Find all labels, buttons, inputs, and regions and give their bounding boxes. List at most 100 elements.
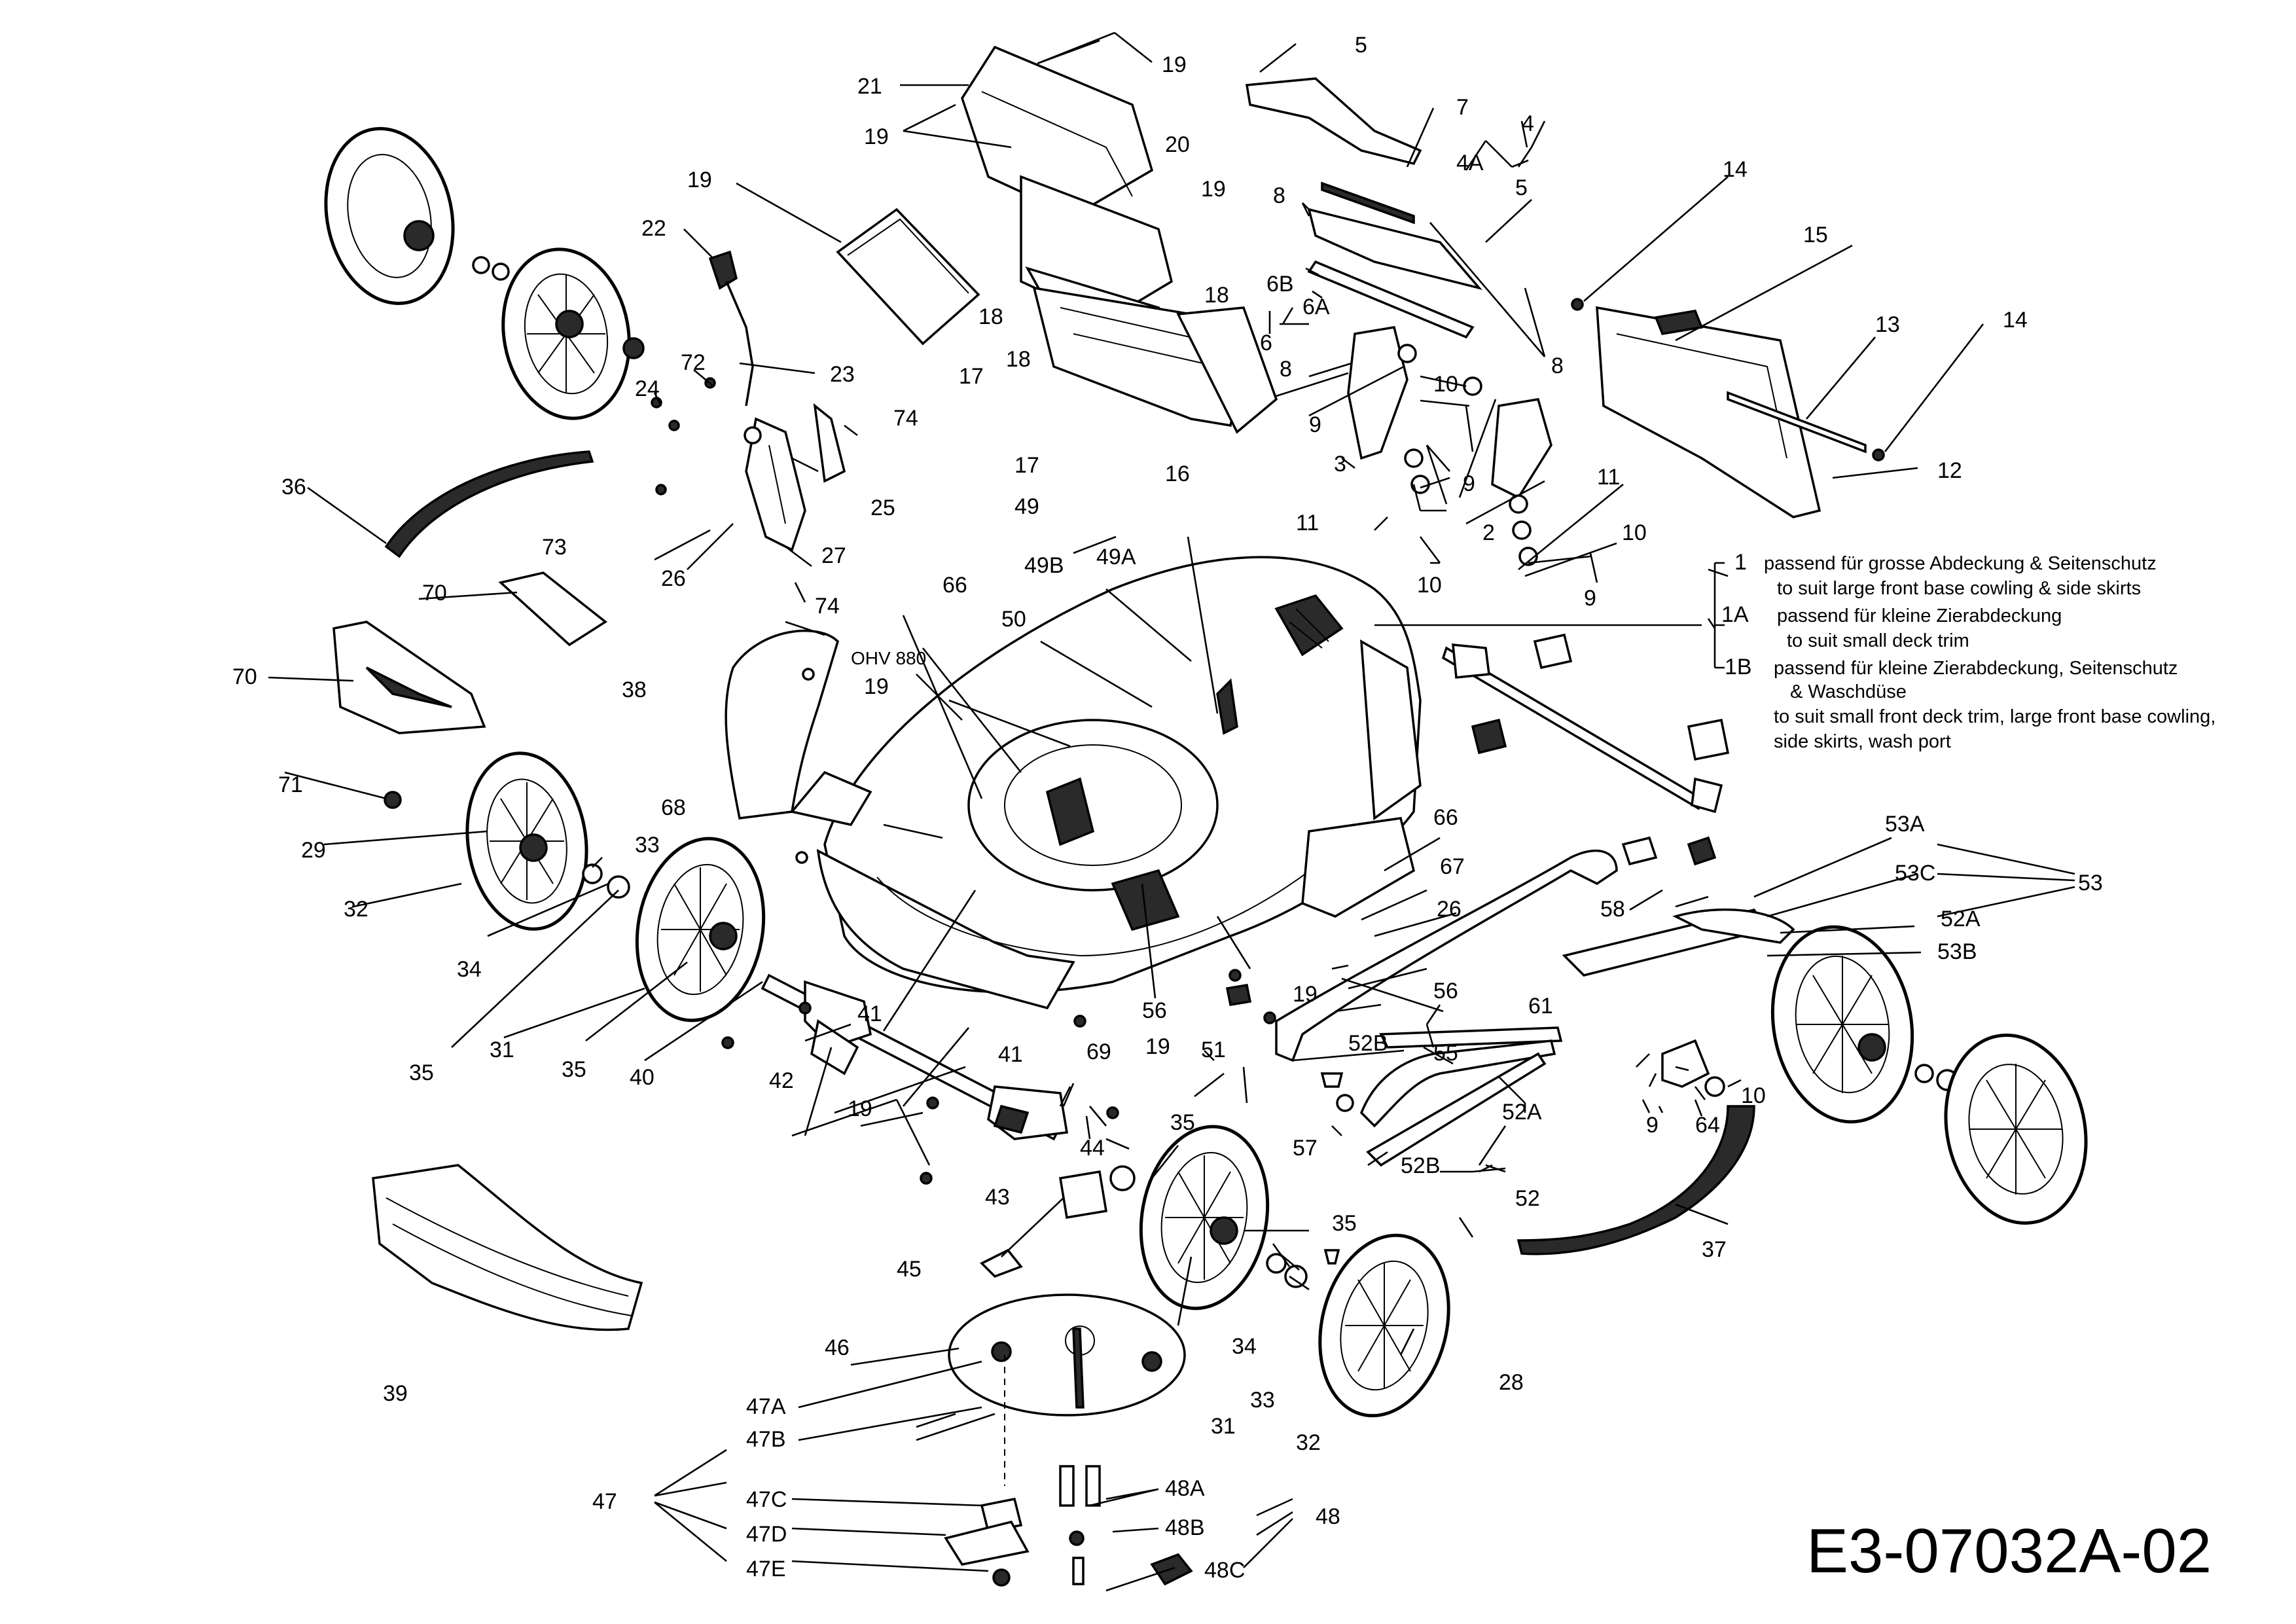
label-10: 10 [1622,520,1647,545]
front-wheel-pair-left [465,751,766,1022]
label-6B: 6B [1266,272,1294,297]
label-47: 47 [592,1489,617,1514]
label-64: 66 [942,573,967,598]
label-8: 8 [1551,353,1564,378]
label-49A: 49A [1096,545,1136,569]
label-31: 31 [1211,1414,1236,1439]
label-19: 19 [864,674,889,699]
label-42: 42 [769,1068,794,1093]
rear-flap-assembly [1571,298,1885,518]
label-43: 43 [985,1185,1010,1210]
part-labels: 19 21 19 20 19 19 22 18 18 17 18 17 16 2… [232,33,2103,1583]
parts-artwork [324,45,2088,1587]
label-51: 51 [1201,1038,1226,1062]
label-32: 32 [1296,1430,1321,1455]
variant-notes: 1 passend für grosse Abdeckung & Seitens… [1721,550,2215,752]
label-20: 19 [687,168,712,192]
label-57: 61 [1528,994,1553,1019]
label-26: 25 [870,496,895,520]
front-axle [761,973,1069,1141]
note-1B-en2: side skirts, wash port [1774,731,1951,752]
label-19: 19 [1162,52,1187,77]
label-10: 10 [1417,573,1442,598]
label-22: 20 [1165,132,1190,157]
label-4A: 4A [1456,151,1484,175]
note-1B-num: 1B [1725,655,1752,679]
label-4: 4 [1522,111,1534,136]
label-68: 70 [422,581,447,605]
label-35: 35 [562,1057,586,1082]
label-45: 45 [897,1257,922,1282]
label-71: 74 [815,594,840,619]
label-18: 18 [978,304,1003,329]
label-11: 11 [1597,465,1620,490]
label-52B: 52B [1401,1153,1441,1178]
label-49: 49 [1014,494,1039,519]
plug-69 [384,791,402,809]
rear-wheel-pair-right [1770,925,2088,1225]
label-10: 10 [1433,372,1458,397]
label-41: 41 [857,1001,882,1026]
label-9: 9 [1584,586,1596,611]
label-28: 26 [1437,897,1462,922]
label-70: 73 [542,535,567,560]
note-1-num: 1 [1734,550,1747,575]
label-13: 13 [1875,312,1900,337]
label-41: 41 [998,1042,1023,1067]
label-48: 48 [1316,1504,1340,1529]
rear-wheel-pair-left [324,126,645,420]
label-30: 28 [1499,1370,1524,1395]
label-10: 10 [1741,1083,1766,1108]
grass-catcher-assembly [961,45,1278,434]
rear-rail-36 [384,450,594,558]
label-19: 19 [1145,1034,1170,1059]
note-1B-de: passend für kleine Zierabdeckung, Seiten… [1774,658,2178,679]
label-61: 66 [1433,805,1458,830]
label-52A: 52A [1502,1100,1542,1125]
label-8: 8 [1280,357,1292,382]
label-23: 21 [857,74,882,99]
label-6: 6 [1260,331,1272,355]
label-36: 36 [281,475,306,499]
label-11: 11 [1296,511,1319,535]
note-1-en: to suit large front base cowling & side … [1777,578,2141,599]
label-56: 58 [1600,897,1625,922]
label-29: 27 [821,543,846,568]
label-69: 71 [278,772,303,797]
label-35: 35 [1170,1110,1195,1135]
label-7: 7 [1456,95,1469,120]
label-47E: 47E [746,1557,786,1581]
height-adjuster [708,250,846,552]
label-32: 32 [344,897,368,922]
decal-68 [498,571,608,647]
label-53A: 53A [1885,812,1925,837]
label-16: 16 [1165,461,1190,486]
label-56: 57 [1293,1136,1318,1161]
label-9: 9 [1309,412,1321,437]
label-48A: 48A [1165,1476,1205,1501]
note-1A-num: 1A [1721,602,1749,627]
label-5: 5 [1515,175,1528,200]
label-8: 8 [1273,183,1285,208]
label-54: 55 [1433,1041,1458,1066]
rear-flap-67 [332,621,486,734]
label-25: 23 [830,362,855,387]
label-67: 70 [232,664,257,689]
note-1B-en: to suit small front deck trim, large fro… [1774,706,2215,727]
label-2: 2 [1482,520,1495,545]
label-24: 22 [641,216,666,241]
label-30: 29 [301,838,326,863]
label-34: 34 [1232,1334,1257,1359]
label-54A: 56 [1433,979,1458,1003]
label-35: 35 [1332,1211,1357,1236]
label-53B: 53B [1937,939,1977,964]
label-65: 67 [1440,854,1465,879]
small-hardware [651,377,1725,1265]
label-19: 19 [848,1096,872,1121]
front-cowling-39 [372,1164,643,1331]
label-19: 19 [1293,982,1318,1007]
label-55: 56 [1142,998,1167,1023]
label-18: 18 [1006,347,1031,372]
